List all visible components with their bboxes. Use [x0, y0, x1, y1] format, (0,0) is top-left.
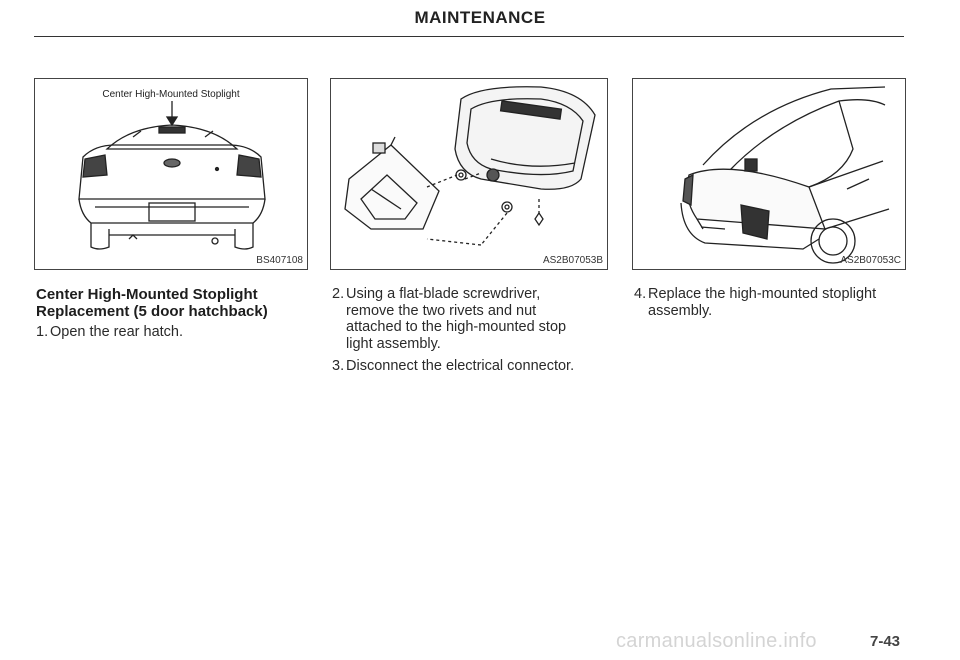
page-number: 7-43	[870, 633, 901, 650]
figure-car-replaced: AS2B07053C	[632, 78, 906, 270]
step-number: 3.	[332, 358, 345, 374]
step-line: remove the two rivets and nut	[346, 302, 537, 319]
step-line: Disconnect the electrical connector.	[346, 358, 575, 374]
step-number: 4.	[634, 286, 647, 302]
header-divider	[34, 36, 904, 37]
step-text: Disconnect the electrical connector.	[346, 358, 574, 375]
step-number: 2.	[332, 286, 345, 302]
step-text: Using a flat-blade screwdriver, remove t…	[346, 286, 566, 352]
page-header-title: MAINTENANCE	[414, 8, 546, 27]
section-heading: Center High-Mounted Stoplight Replacemen…	[36, 286, 306, 320]
step-line: Open the rear hatch.	[50, 324, 183, 340]
figure-id: BS407108	[256, 255, 303, 266]
stoplight-assembly-illustration	[344, 86, 596, 246]
figure-rear-view: Center High-Mounted Stoplight	[34, 78, 308, 270]
car-angle-illustration	[680, 86, 890, 264]
step-text: Open the rear hatch.	[50, 324, 183, 341]
figure-id: AS2B07053B	[542, 255, 603, 266]
section-heading-line: Center High-Mounted Stoplight	[36, 286, 258, 303]
step-line: assembly.	[648, 302, 713, 319]
step-line: Using a flat-blade screwdriver,	[346, 286, 541, 302]
step-text: Replace the high-mounted stoplight assem…	[648, 286, 876, 319]
step-number: 1.	[36, 324, 49, 340]
figure-id: AS2B07053C	[840, 255, 901, 266]
figure-stoplight-assembly: AS2B07053B	[330, 78, 608, 270]
section-heading-line: Replacement (5 door hatchback)	[36, 303, 268, 320]
car-rear-illustration	[78, 101, 266, 250]
figure-caption: Center High-Mounted Stoplight	[102, 89, 240, 100]
step-line: light assembly.	[346, 335, 441, 352]
watermark: carmanualsonline.info	[616, 630, 817, 652]
step-line: attached to the high-mounted stop	[346, 319, 567, 335]
step-line: Replace the high-mounted stoplight	[648, 286, 877, 302]
